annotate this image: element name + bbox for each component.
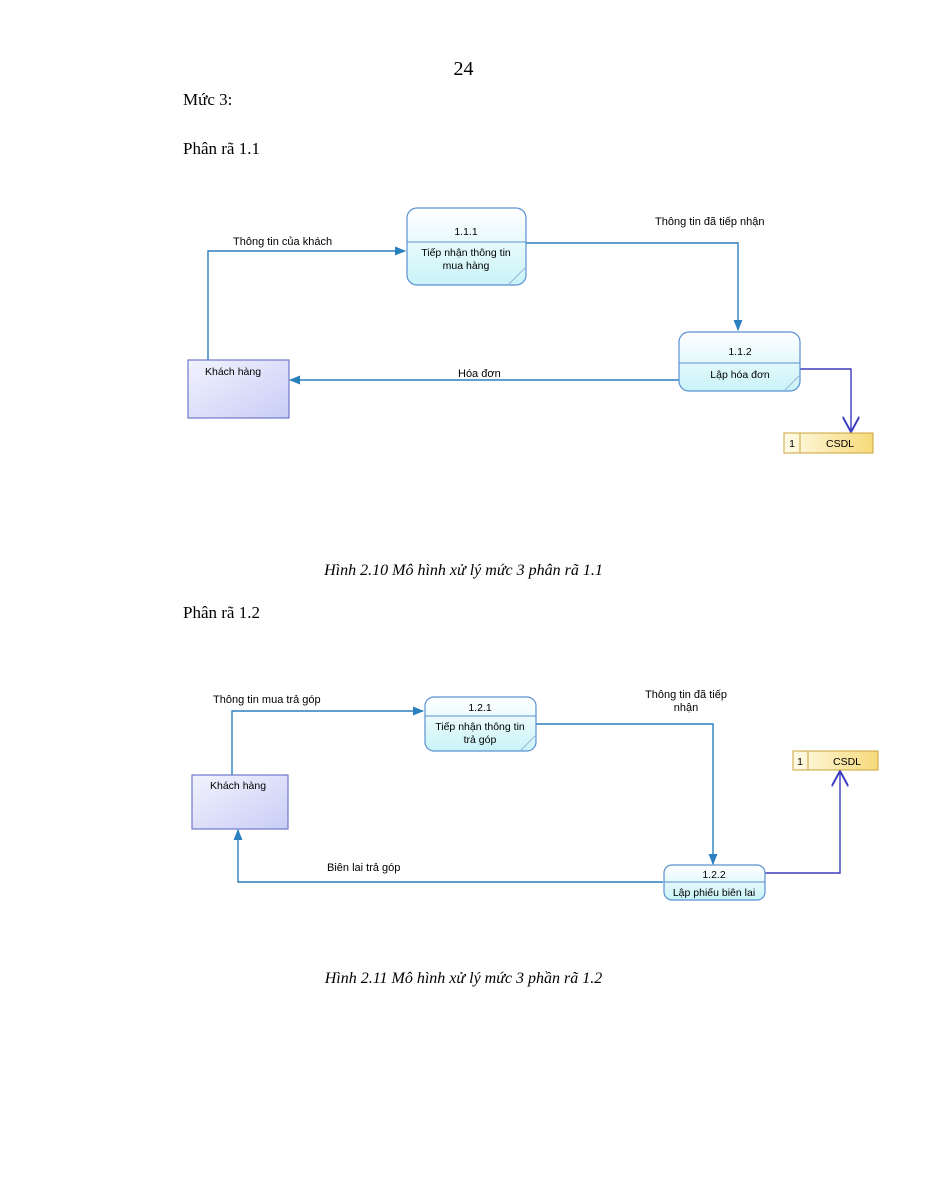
flow-label-received-info-line1: Thông tin đã tiếp [645,689,727,701]
section-title: Mức 3: [183,90,233,109]
process-1-1-1-id: 1.1.1 [454,226,478,238]
page-number: 24 [453,58,474,80]
flow-label-received-info: Thông tin đã tiếp nhận [655,216,764,228]
entity-customer-2: Khách hàng [191,774,289,830]
flow-label-customer-info: Thông tin của khách [233,236,332,248]
flow-label-installment-info: Thông tin mua trả góp [213,694,321,706]
process-1-1-2-id: 1.1.2 [728,346,752,358]
flow-label-received-info-line2: nhận [674,702,698,714]
flow-to-datastore-2 [765,771,840,874]
process-1-1-1-name-line2: mua hàng [443,260,490,272]
datastore-2-name: CSDL [833,756,861,768]
figure-caption-2-10: Hình 2.10 Mô hình xử lý mức 3 phân rã 1.… [324,562,603,579]
process-1-2-1-id: 1.2.1 [468,702,492,714]
process-1-2-1-name-line2: trả góp [464,734,497,746]
figure-caption-2-11: Hình 2.11 Mô hình xử lý mức 3 phần rã 1.… [324,970,603,987]
datastore-number: 1 [789,438,795,450]
entity-customer-2-label: Khách hàng [210,780,266,792]
flow-label-invoice: Hóa đơn [458,368,501,380]
dfd-diagram-1-1: Thông tin của khách Thông tin đã tiếp nh… [187,207,874,454]
process-1-1-2-name: Lập hóa đơn [710,369,770,381]
process-1-2-1: 1.2.1 Tiếp nhận thông tin trả góp [424,696,537,752]
process-1-2-2: 1.2.2 Lập phiếu biên lai [663,864,766,901]
entity-customer: Khách hàng [187,359,290,419]
flow-received-info [526,242,743,332]
flow-installment-info [231,706,425,775]
datastore-name: CSDL [826,438,854,450]
flow-receipt [233,828,663,883]
datastore-csdl-1: 1 CSDL [783,432,874,454]
process-1-2-2-name: Lập phiếu biên lai [673,887,755,899]
part1-heading: Phân rã 1.1 [183,139,260,158]
flow-to-datastore [800,368,851,432]
process-1-2-1-name-line1: Tiếp nhận thông tin [435,721,525,733]
process-1-2-2-id: 1.2.2 [702,869,726,881]
flow-label-receipt: Biên lai trả góp [327,862,400,874]
flow-customer-info [207,246,407,360]
process-1-1-2: 1.1.2 Lập hóa đơn [678,331,801,392]
process-1-1-1: 1.1.1 Tiếp nhận thông tin mua hàng [406,207,527,286]
dfd-diagram-1-2: Thông tin mua trả góp Thông tin đã tiếp … [191,689,879,901]
datastore-2-number: 1 [797,756,803,768]
part2-heading: Phân rã 1.2 [183,603,260,622]
flow-received-info-2 [536,723,718,866]
datastore-csdl-2: 1 CSDL [792,750,879,771]
process-1-1-1-name-line1: Tiếp nhận thông tin [421,247,511,259]
entity-customer-label: Khách hàng [205,366,261,378]
